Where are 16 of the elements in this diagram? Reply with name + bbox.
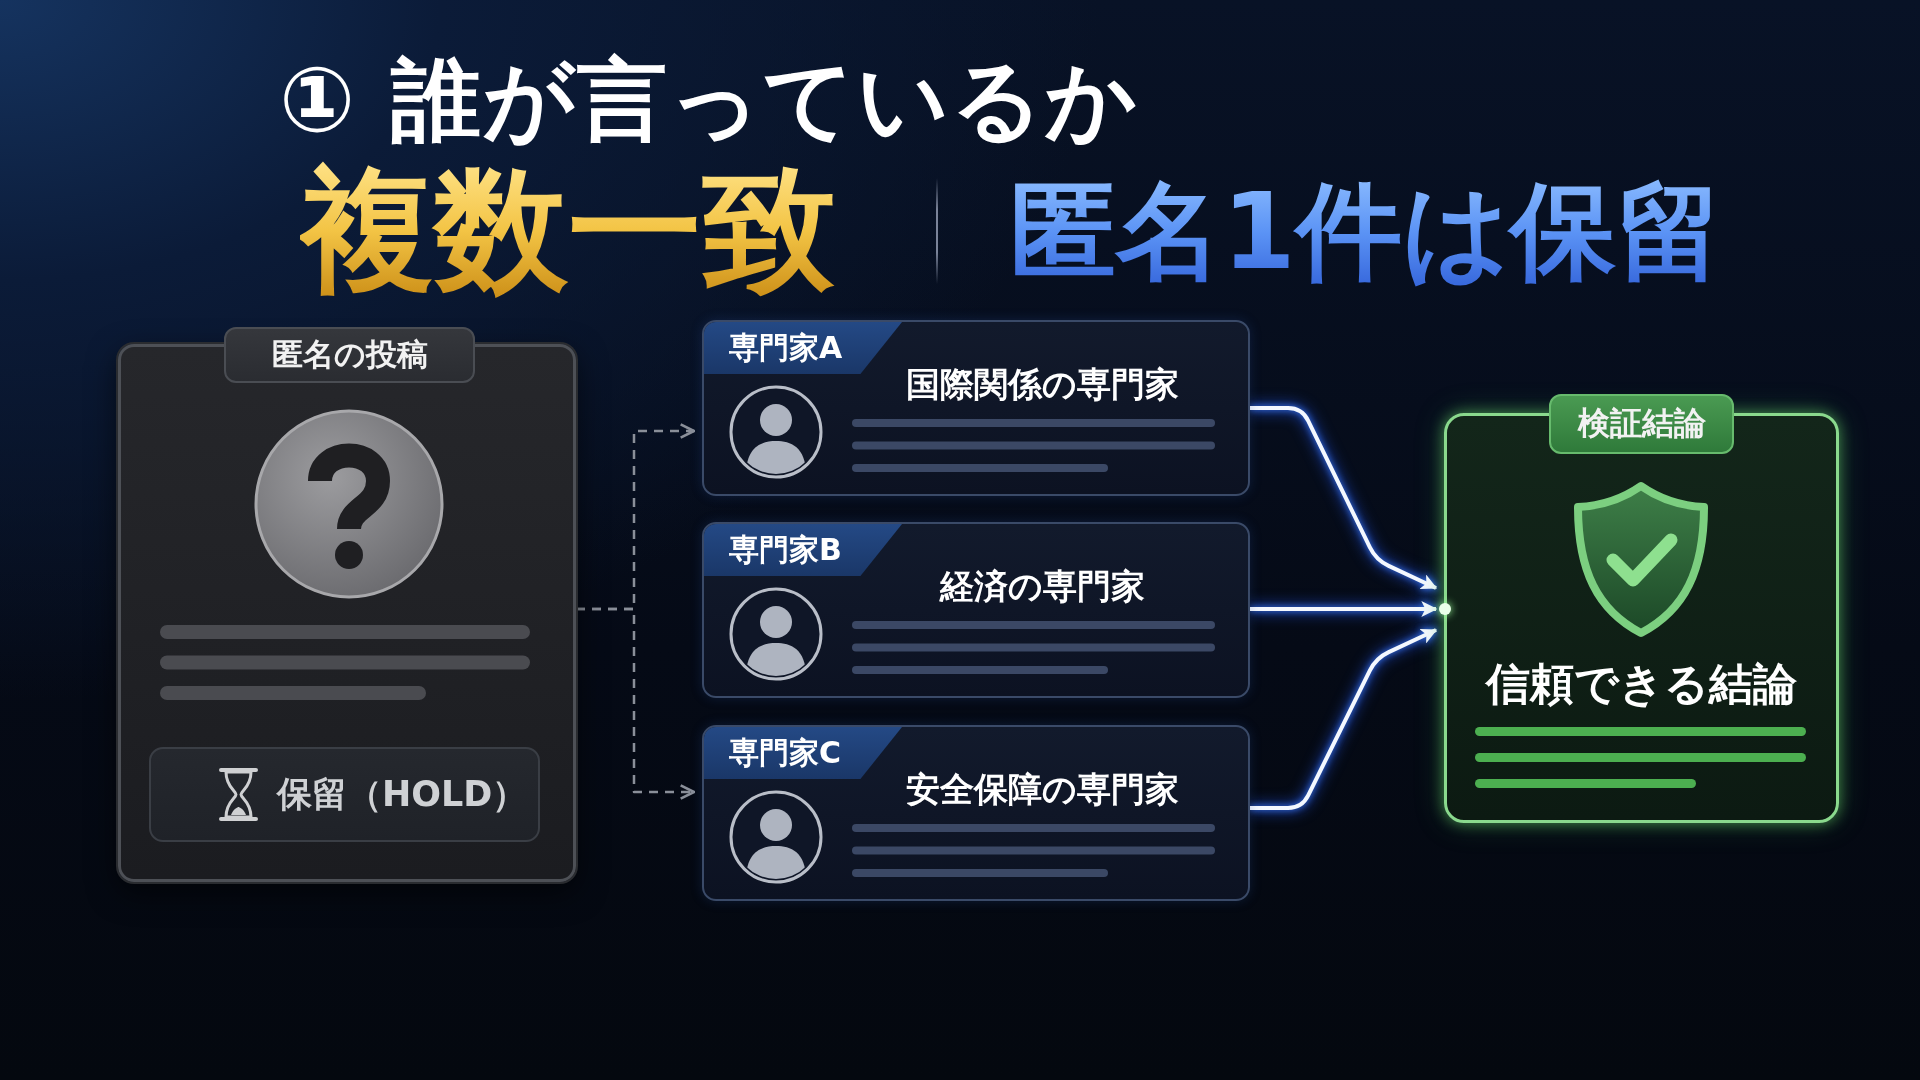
status-box bbox=[149, 747, 540, 842]
status-label: 保留（HOLD） bbox=[277, 773, 528, 816]
profile-card bbox=[702, 522, 1250, 698]
card-tab: 専門家C bbox=[704, 727, 902, 779]
title: ① 誰が言っているか bbox=[279, 50, 1139, 149]
card-tab: 専門家A bbox=[704, 322, 902, 374]
heading: 安全保障の専門家 bbox=[904, 768, 1180, 811]
dashed-arrow bbox=[576, 607, 696, 800]
heading: 経済の専門家 bbox=[938, 565, 1146, 608]
profile-card bbox=[702, 725, 1250, 901]
heading: 国際関係の専門家 bbox=[904, 363, 1180, 406]
card-tab: 匿名の投稿 bbox=[224, 327, 475, 383]
heading: 信頼できる結論 bbox=[1484, 657, 1798, 711]
card-tab: 検証結論 bbox=[1549, 394, 1734, 454]
profile-card bbox=[702, 320, 1250, 496]
card-tab: 専門家B bbox=[704, 524, 902, 576]
